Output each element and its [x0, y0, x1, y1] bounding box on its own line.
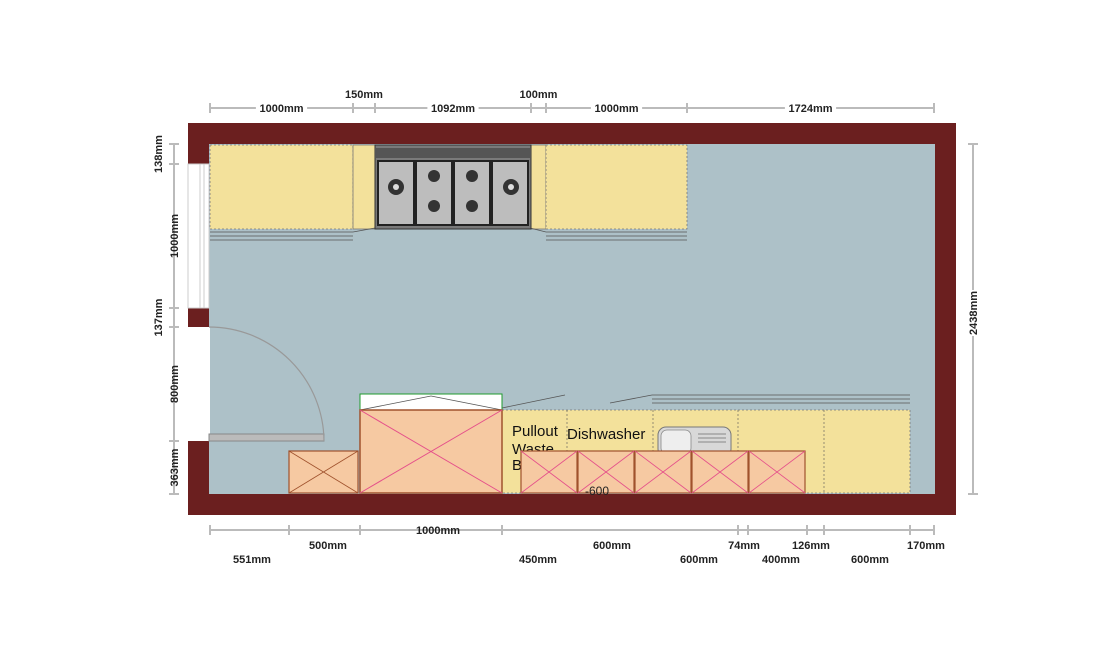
dimension-label: 1724mm [788, 103, 832, 115]
pullout-label: Pullout [512, 423, 559, 440]
small-box [520, 450, 578, 494]
dimension-label: 400mm [762, 554, 800, 566]
partial-dimension: -600 [585, 484, 609, 498]
dimension-label: 450mm [519, 554, 557, 566]
dimension-label: 150mm [345, 89, 383, 101]
small-box [577, 450, 635, 494]
dimension-label: 2438mm [968, 291, 980, 335]
dimension-label: 600mm [851, 554, 889, 566]
dimension-label: 363mm [169, 448, 181, 486]
filler-panel-left [352, 144, 376, 230]
small-box [748, 450, 806, 494]
bin-label: B [512, 457, 522, 474]
filler-panel-right [530, 144, 547, 230]
dimension-label: 74mm [728, 540, 760, 552]
dimension-label: 137mm [153, 298, 165, 336]
small-box-left [288, 450, 359, 494]
dishwasher-label: Dishwasher [567, 426, 645, 443]
tall-appliance [359, 409, 503, 494]
door-opening [188, 327, 210, 441]
dimension-label: 1000mm [259, 103, 303, 115]
dimension-label: 138mm [153, 135, 165, 173]
door-swing-icon [208, 326, 325, 442]
dimension-label: 126mm [792, 540, 830, 552]
dimension-label: 1092mm [431, 103, 475, 115]
dimension-label: 1000mm [169, 214, 181, 258]
dimension-label: 500mm [309, 540, 347, 552]
gas-range-icon [374, 144, 532, 230]
sink-icon [657, 426, 732, 458]
dimension-label: 1000mm [594, 103, 638, 115]
dimension-label: 100mm [520, 89, 558, 101]
dimension-label: 551mm [233, 554, 271, 566]
dimension-label: 1000mm [416, 525, 460, 537]
window-opening [187, 163, 210, 309]
small-box [691, 450, 749, 494]
dimension-label: 600mm [680, 554, 718, 566]
upper-cabinet-left [209, 144, 354, 230]
dimension-label: 800mm [169, 365, 181, 403]
upper-cabinet-right [545, 144, 688, 230]
dimension-label: 600mm [593, 540, 631, 552]
dimension-label: 170mm [907, 540, 945, 552]
small-box [634, 450, 692, 494]
